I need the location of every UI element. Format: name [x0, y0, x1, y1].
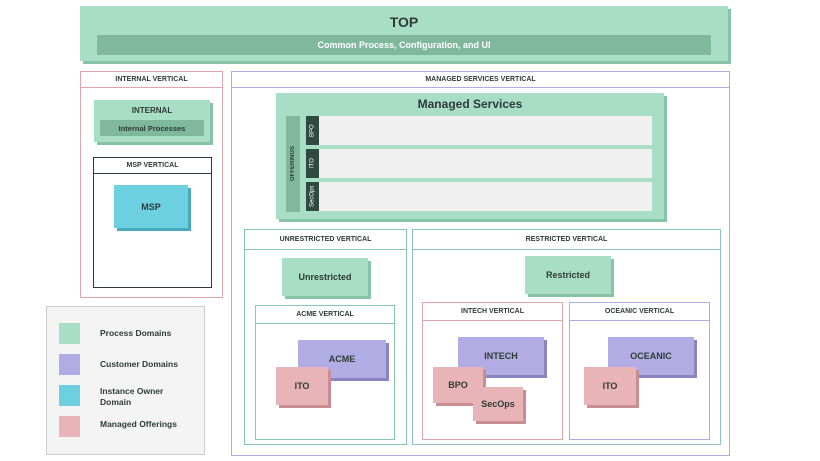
unrestricted-domain: Unrestricted: [282, 258, 368, 296]
legend-swatch-offerings: [59, 416, 80, 437]
unrestricted-vertical: UNRESTRICTED VERTICAL Unrestricted ACME …: [244, 229, 407, 445]
internal-domain: INTERNAL Internal Processes: [94, 100, 210, 142]
restricted-vertical: RESTRICTED VERTICAL Restricted INTECH VE…: [412, 229, 721, 445]
legend: Process Domains Customer Domains Instanc…: [46, 306, 205, 455]
top-subtitle: Common Process, Configuration, and UI: [97, 35, 711, 55]
offering-lane-ito: ITO: [306, 149, 652, 178]
internal-title: INTERNAL: [131, 105, 173, 115]
offerings-label-text: OFFERINGS: [290, 146, 296, 182]
msp-vertical: MSP VERTICAL MSP: [93, 157, 212, 288]
internal-subtitle: Internal Processes: [100, 120, 204, 136]
offerings-label: OFFERINGS: [286, 116, 300, 212]
restricted-vertical-title: RESTRICTED VERTICAL: [413, 230, 720, 250]
top-domain: TOP Common Process, Configuration, and U…: [80, 6, 728, 61]
managed-services-vertical: MANAGED SERVICES VERTICAL Managed Servic…: [231, 71, 730, 456]
legend-label-process: Process Domains: [100, 328, 172, 338]
offering-lane-secops: SecOps: [306, 182, 652, 211]
managed-services-vertical-title: MANAGED SERVICES VERTICAL: [232, 72, 729, 88]
legend-swatch-instance-owner: [59, 385, 80, 406]
oceanic-offering-ito: ITO: [584, 367, 636, 405]
acme-vertical: ACME VERTICAL ACME ITO: [255, 305, 395, 440]
unrestricted-vertical-title: UNRESTRICTED VERTICAL: [245, 230, 406, 250]
managed-services-domain: Managed Services OFFERINGS BPO ITO SecOp…: [276, 93, 664, 219]
lane-tag-ito: ITO: [306, 149, 319, 178]
legend-label-instance-owner: Instance Owner Domain: [100, 386, 164, 407]
top-title: TOP: [389, 14, 419, 30]
legend-swatch-process: [59, 323, 80, 344]
msp-domain: MSP: [114, 185, 188, 228]
lane-tag-bpo: BPO: [306, 116, 319, 145]
oceanic-vertical-title: OCEANIC VERTICAL: [570, 303, 709, 321]
acme-vertical-title: ACME VERTICAL: [256, 306, 394, 324]
msp-vertical-title: MSP VERTICAL: [94, 158, 211, 174]
intech-vertical-title: INTECH VERTICAL: [423, 303, 562, 321]
internal-vertical-title: INTERNAL VERTICAL: [81, 72, 222, 88]
restricted-domain: Restricted: [525, 256, 611, 294]
intech-offering-secops: SecOps: [473, 387, 523, 421]
oceanic-vertical: OCEANIC VERTICAL OCEANIC ITO: [569, 302, 710, 440]
legend-swatch-customer: [59, 354, 80, 375]
lane-tag-secops: SecOps: [306, 182, 319, 211]
legend-label-offerings: Managed Offerings: [100, 419, 177, 429]
offering-lane-bpo: BPO: [306, 116, 652, 145]
managed-services-title: Managed Services: [417, 97, 523, 111]
legend-label-customer: Customer Domains: [100, 359, 178, 369]
intech-vertical: INTECH VERTICAL INTECH BPO SecOps: [422, 302, 563, 440]
internal-vertical: INTERNAL VERTICAL INTERNAL Internal Proc…: [80, 71, 223, 298]
acme-offering-ito: ITO: [276, 367, 328, 405]
